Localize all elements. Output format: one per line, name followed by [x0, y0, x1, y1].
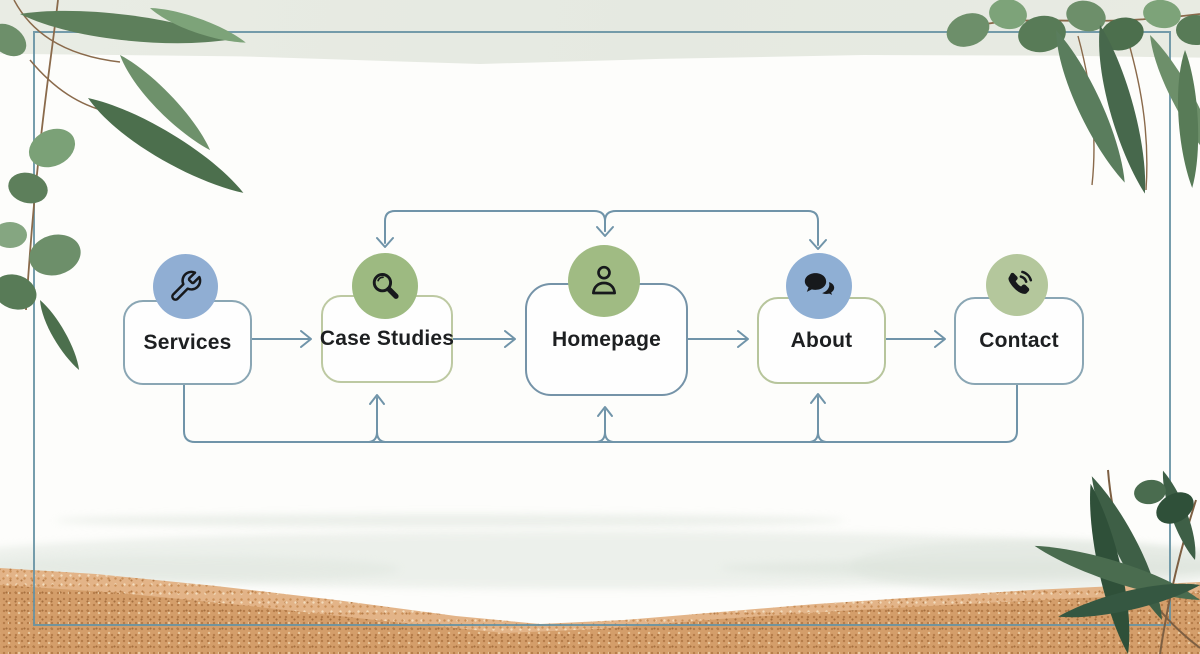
node-case-studies-label: Case Studies: [319, 327, 455, 350]
top-rail-right: [604, 210, 819, 246]
arrowhead-down-case-studies: [376, 237, 394, 248]
border-frame: [33, 31, 1171, 626]
node-homepage-label: Homepage: [552, 327, 661, 351]
node-contact-label: Contact: [979, 329, 1059, 352]
arrowhead-right: [737, 330, 749, 348]
person-icon: [592, 265, 616, 295]
arrowhead-down-about: [809, 239, 827, 250]
top-rail-left: [384, 210, 606, 244]
wrench-icon: [171, 270, 202, 301]
case-studies-icon-badge: [352, 253, 418, 319]
arrowhead-right: [300, 330, 312, 348]
phone-icon: [1008, 270, 1033, 294]
arrowhead-up-homepage: [597, 406, 613, 417]
node-services-label: Services: [143, 330, 232, 354]
contact-icon-badge: [986, 254, 1048, 316]
about-icon-badge: [786, 253, 852, 319]
services-icon-badge: [153, 254, 218, 319]
node-about-label: About: [790, 328, 853, 352]
bottom-branch-case-studies: [368, 397, 386, 443]
magnifier-icon: [372, 272, 399, 299]
watercolor-wash: [55, 514, 845, 527]
arrowhead-down-homepage: [596, 226, 614, 237]
homepage-icon-badge: [568, 245, 640, 317]
arrowhead-right: [504, 330, 516, 348]
bottom-branch-about: [809, 396, 827, 443]
node-services: Services: [123, 300, 252, 385]
arrowhead-right: [934, 330, 946, 348]
chat-bubbles-icon: [804, 273, 836, 299]
arrowhead-up-about: [810, 393, 826, 404]
bottom-branch-homepage: [596, 409, 614, 443]
arrowhead-up-case-studies: [369, 394, 385, 405]
